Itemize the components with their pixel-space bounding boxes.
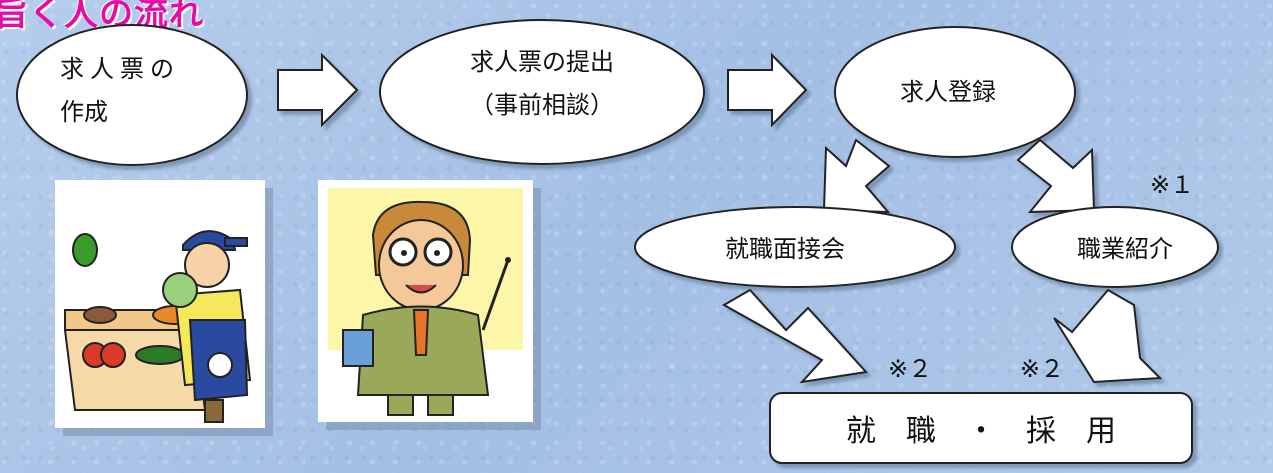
node-create-label-1: 求人票の: [60, 55, 180, 83]
node-job-registration: [834, 26, 1076, 158]
arrow-down-right-2: [721, 288, 868, 384]
grocer-illustration: [55, 180, 265, 428]
node-create-job-posting: [16, 24, 248, 166]
node-job-fair: [634, 206, 956, 288]
arrow-down-left-2: [1053, 288, 1163, 384]
node-submit-job-posting: [379, 19, 705, 165]
node-employment-hiring: [769, 392, 1193, 464]
arrow-right-2: [727, 52, 808, 128]
node-register-label: 求人登録: [900, 78, 996, 106]
node-submit-label-2: （事前相談）: [470, 91, 614, 119]
arrow-down-right-1: [1016, 138, 1096, 214]
node-fair-label: 就職面接会: [725, 235, 845, 263]
note-2a: ※２: [888, 355, 932, 383]
arrow-down-left-1: [822, 138, 891, 214]
node-hire-label: 就 職 ・ 採 用: [846, 414, 1116, 449]
node-submit-label-1: 求人票の提出: [470, 48, 614, 76]
node-create-label-2: 作成: [60, 98, 108, 126]
note-1: ※１: [1150, 171, 1194, 199]
node-job-referral: [1011, 206, 1219, 288]
officer-illustration: [318, 180, 533, 422]
note-2b: ※２: [1020, 355, 1064, 383]
node-referral-label: 職業紹介: [1077, 235, 1173, 263]
arrow-right-1: [277, 52, 359, 128]
